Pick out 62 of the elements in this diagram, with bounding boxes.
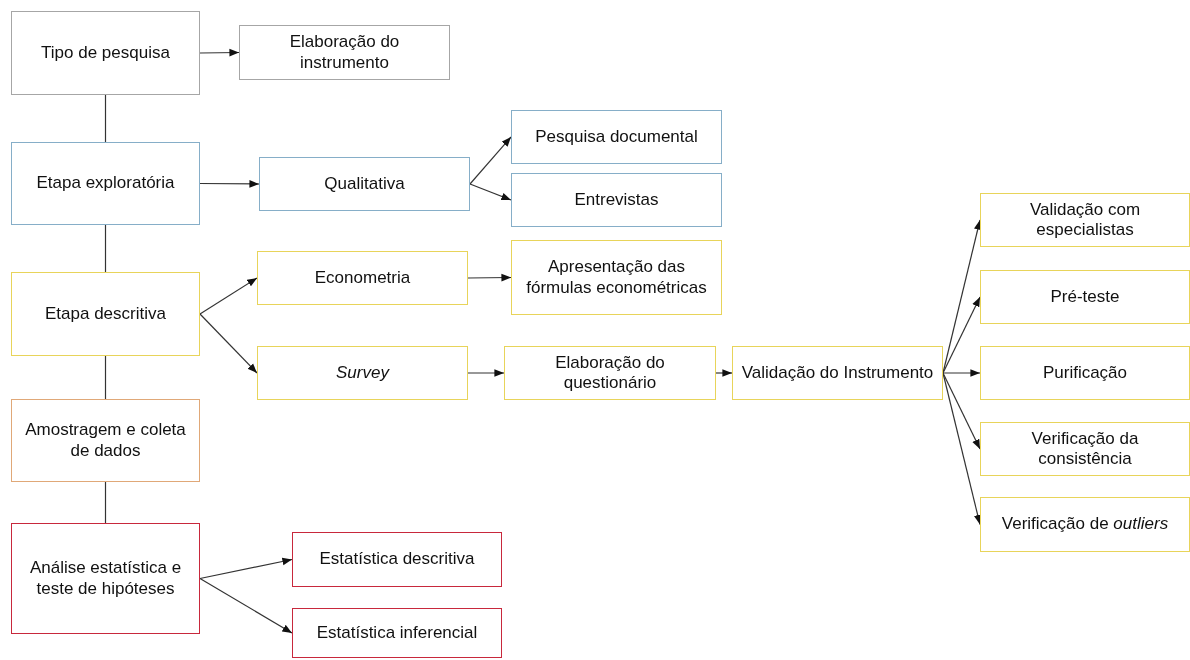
box-label: Survey — [335, 362, 391, 384]
process-box — [11, 272, 200, 356]
box-label: Amostragem e coleta de dados — [24, 420, 187, 461]
arrow — [467, 369, 505, 377]
process-box — [292, 608, 502, 658]
arrow — [942, 296, 981, 374]
box-label: Qualitativa — [323, 173, 406, 195]
arrow — [467, 273, 512, 282]
process-box — [980, 497, 1190, 552]
box-label: Estatística inferencial — [315, 622, 479, 644]
arrow — [942, 372, 982, 526]
arrow — [199, 313, 258, 374]
arrow — [715, 369, 733, 377]
connector-line — [104, 94, 107, 143]
process-box — [511, 240, 722, 315]
process-box — [292, 532, 502, 587]
process-box — [11, 142, 200, 225]
process-box — [732, 346, 943, 400]
box-label: Elaboração do instrumento — [288, 32, 401, 73]
box-label: Econometria — [313, 267, 412, 289]
process-box — [257, 346, 468, 400]
box-label: Pesquisa documental — [534, 126, 699, 148]
process-box — [511, 173, 722, 227]
arrow — [469, 136, 512, 185]
arrow — [199, 48, 240, 57]
process-box — [504, 346, 716, 400]
box-label: Etapa descritiva — [44, 303, 167, 325]
process-box — [511, 110, 722, 164]
process-box — [257, 251, 468, 305]
arrow — [469, 183, 512, 201]
box-label: Elaboração do questionário — [554, 352, 666, 394]
arrow — [942, 219, 982, 374]
connector-line — [104, 481, 107, 524]
box-label: Entrevistas — [573, 189, 660, 211]
box-label: Purificação — [1041, 362, 1129, 384]
process-box — [11, 523, 200, 634]
process-box — [980, 422, 1190, 476]
box-label: Análise estatística e teste de hipóteses — [28, 558, 183, 599]
box-label: Apresentação das fórmulas econométricas — [525, 257, 708, 298]
arrow — [199, 180, 260, 188]
process-box — [11, 11, 200, 95]
process-box — [980, 270, 1190, 324]
box-label: Verificação de outliers — [1000, 514, 1170, 535]
connector-line — [104, 355, 107, 400]
box-label: Etapa exploratória — [35, 173, 176, 194]
process-box — [11, 399, 200, 482]
connector-line — [104, 224, 107, 273]
process-box — [259, 157, 470, 211]
box-label: Validação com especialistas — [1028, 199, 1142, 241]
process-box — [239, 25, 450, 80]
box-label: Pré-teste — [1049, 286, 1121, 308]
box-label: Verificação da consistência — [1030, 428, 1140, 470]
process-box — [980, 193, 1190, 247]
arrow — [942, 372, 981, 450]
arrow — [199, 277, 258, 315]
arrow — [942, 369, 981, 377]
arrow — [199, 557, 293, 580]
box-label: Validação do Instrumento — [740, 362, 935, 384]
process-box — [980, 346, 1190, 400]
box-label: Tipo de pesquisa — [40, 42, 171, 64]
box-label: Estatística descritiva — [318, 549, 476, 570]
arrow — [199, 577, 293, 634]
